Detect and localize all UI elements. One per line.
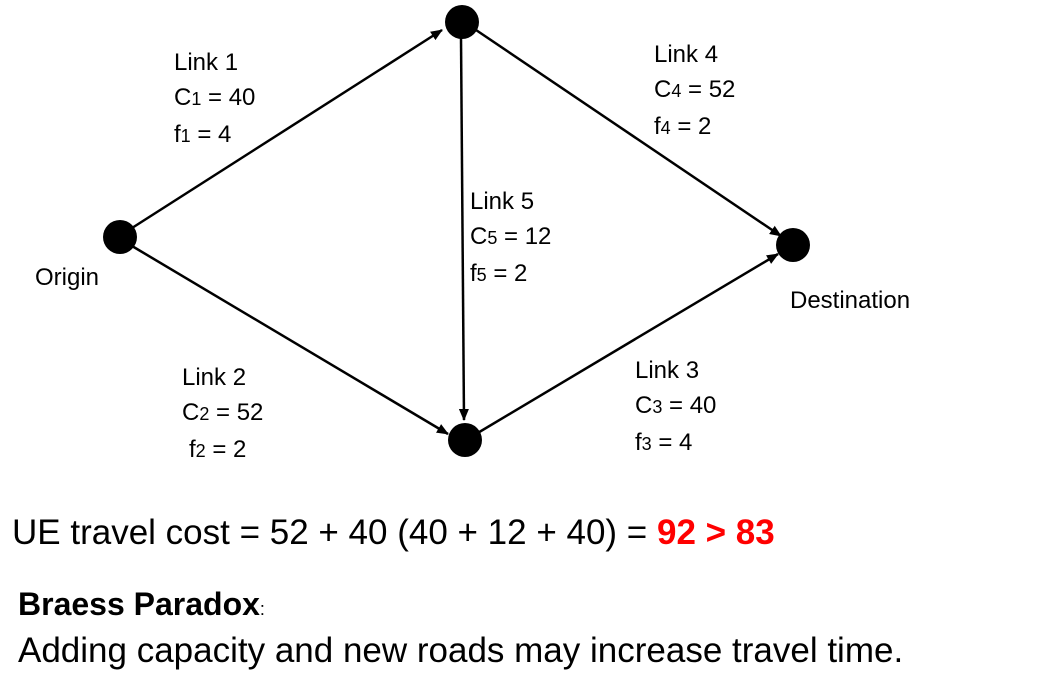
link-4-capacity: C4 = 52: [654, 76, 736, 103]
origin-node: [103, 220, 137, 254]
paradox-title-text: Braess Paradox: [18, 586, 260, 622]
link-4-flow: f4 = 2: [654, 113, 712, 140]
network-diagram: [103, 5, 810, 457]
destination-label: Destination: [790, 287, 911, 314]
link-5-arrow: [458, 37, 469, 421]
link-3-arrow: [475, 252, 779, 436]
link-3-label: Link 3 C3 = 40 f3 = 4: [635, 353, 716, 462]
bottom-node: [448, 423, 482, 457]
link-4-title: Link 4: [654, 41, 719, 68]
link-4-arrow: [475, 28, 782, 238]
link-2-arrow: [131, 244, 449, 436]
destination-node: [776, 228, 810, 262]
link-5-title: Link 5: [470, 188, 535, 215]
link-2-title: Link 2: [182, 364, 247, 391]
link-3-title: Link 3: [635, 357, 700, 384]
ue-travel-cost-equation: UE travel cost = 52 + 40 (40 + 12 + 40) …: [12, 513, 775, 553]
link-2-capacity: C2 = 52: [182, 399, 264, 426]
link-4-label: Link 4 C4 = 52 f4 = 2: [654, 37, 735, 146]
link-1-arrow: [131, 28, 443, 230]
paradox-title-colon: :: [259, 599, 265, 619]
braess-paradox-title: Braess Paradox:: [18, 586, 265, 623]
equation-text: UE travel cost = 52 + 40 (40 + 12 + 40) …: [12, 513, 657, 552]
link-1-capacity: C1 = 40: [174, 84, 256, 111]
link-1-title: Link 1: [174, 49, 239, 76]
link-2-label: Link 2 C2 = 52 f2 = 2: [182, 360, 263, 469]
link-1-flow: f1 = 4: [174, 121, 232, 148]
link-3-flow: f3 = 4: [635, 429, 693, 456]
link-2-flow: f2 = 2: [189, 436, 247, 463]
origin-label: Origin: [35, 264, 100, 291]
equation-result: 92 > 83: [656, 513, 775, 552]
link-5-label: Link 5 C5 = 12 f5 = 2: [470, 184, 551, 293]
link-5-capacity: C5 = 12: [470, 223, 552, 250]
link-5-flow: f5 = 2: [470, 260, 528, 287]
top-node: [445, 5, 479, 39]
braess-paradox-description: Adding capacity and new roads may increa…: [18, 631, 904, 670]
link-1-label: Link 1 C1 = 40 f1 = 4: [174, 45, 255, 154]
link-3-capacity: C3 = 40: [635, 392, 717, 419]
